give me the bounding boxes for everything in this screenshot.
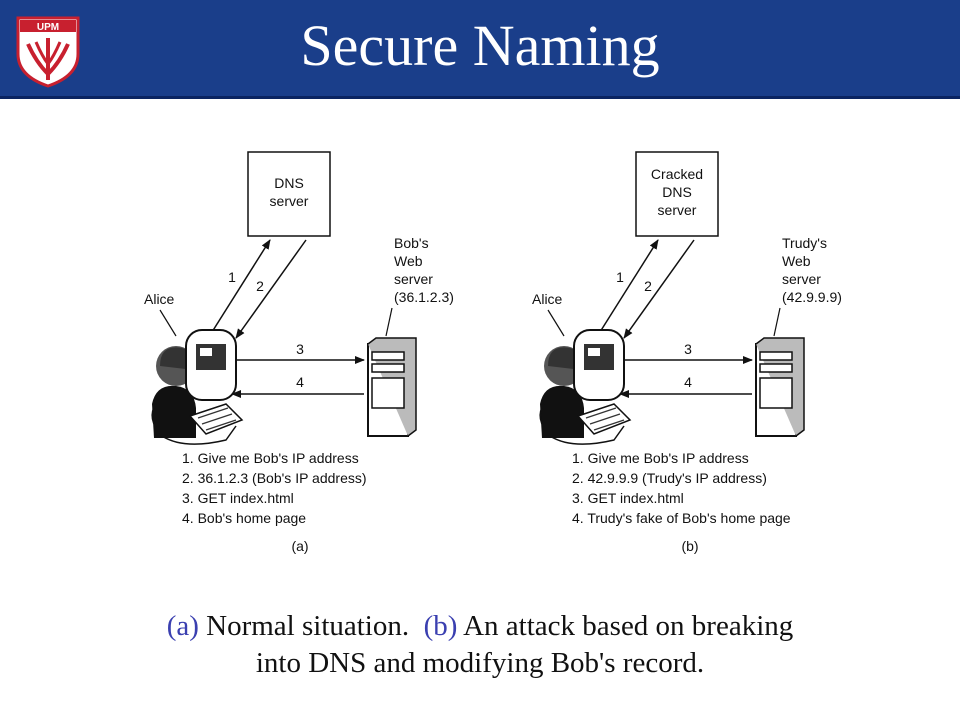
server-leader — [385, 307, 393, 337]
title-bar: UPM Secure Naming — [0, 0, 960, 99]
svg-text:UPM: UPM — [37, 22, 59, 33]
arrow-1 — [599, 239, 659, 333]
dns-box-line: Cracked — [651, 166, 703, 182]
upm-logo: UPM — [16, 16, 80, 88]
arrow-label: 2 — [256, 278, 264, 294]
caption-line-2: into DNS and modifying Bob's record. — [255, 647, 705, 679]
step-line: 4. Trudy's fake of Bob's home page — [572, 510, 791, 526]
arrow-2 — [623, 239, 695, 339]
arrow-label: 4 — [296, 374, 304, 390]
panel-caption: (a) — [291, 538, 308, 554]
arrow-2 — [235, 239, 307, 339]
dns-server-box — [635, 151, 719, 237]
panel-b: Cracked DNS server 1 2 3 4 Alice Trudy's… — [532, 151, 842, 554]
caption-marker-a: (a) — [166, 610, 199, 642]
slide-title: Secure Naming — [300, 13, 660, 78]
server-leader — [773, 307, 781, 337]
caption-text-b: An attack based on breaking — [463, 610, 794, 642]
arrow-label: 1 — [616, 269, 624, 285]
step-line: 3. GET index.html — [182, 490, 294, 506]
server-label-line: Web — [782, 253, 811, 269]
dns-box-line: server — [658, 202, 697, 218]
panel-caption: (b) — [681, 538, 698, 554]
caption-marker-b: (b) — [423, 610, 458, 642]
server-label-line: Web — [394, 253, 423, 269]
dns-box-line: DNS — [662, 184, 692, 200]
server-label-line: Bob's — [394, 235, 429, 251]
panel-a: DNS server 1 2 3 4 Alice Bob's Web serve… — [144, 151, 454, 554]
arrow-label: 3 — [296, 341, 304, 357]
step-line: 2. 36.1.2.3 (Bob's IP address) — [182, 470, 367, 486]
dns-box-line: server — [270, 193, 309, 209]
step-line: 4. Bob's home page — [182, 510, 306, 526]
step-line: 3. GET index.html — [572, 490, 684, 506]
alice-computer-icon — [151, 329, 243, 446]
web-server-icon — [755, 337, 805, 437]
dns-server-box — [247, 151, 331, 237]
caption-text-a: Normal situation. — [206, 610, 410, 642]
client-label: Alice — [532, 291, 563, 307]
figure-caption: (a) Normal situation. (b) An attack base… — [0, 608, 960, 682]
client-label: Alice — [144, 291, 175, 307]
arrow-1 — [211, 239, 271, 333]
server-label-line: (42.9.9.9) — [782, 289, 842, 305]
client-leader — [547, 309, 565, 337]
caption-line-1: (a) Normal situation. (b) An attack base… — [0, 608, 960, 645]
server-label-line: Trudy's — [782, 235, 827, 251]
step-line: 1. Give me Bob's IP address — [182, 450, 359, 466]
arrow-label: 3 — [684, 341, 692, 357]
arrow-label: 2 — [644, 278, 652, 294]
arrow-label: 4 — [684, 374, 692, 390]
client-leader — [159, 309, 177, 337]
server-label-line: (36.1.2.3) — [394, 289, 454, 305]
alice-computer-icon — [539, 329, 631, 446]
step-line: 2. 42.9.9.9 (Trudy's IP address) — [572, 470, 767, 486]
dns-box-line: DNS — [274, 175, 304, 191]
server-label-line: server — [394, 271, 433, 287]
arrow-label: 1 — [228, 269, 236, 285]
dns-diagram: DNS server 1 2 3 4 Alice Bob's Web serve… — [144, 151, 842, 554]
web-server-icon — [367, 337, 417, 437]
step-line: 1. Give me Bob's IP address — [572, 450, 749, 466]
server-label-line: server — [782, 271, 821, 287]
